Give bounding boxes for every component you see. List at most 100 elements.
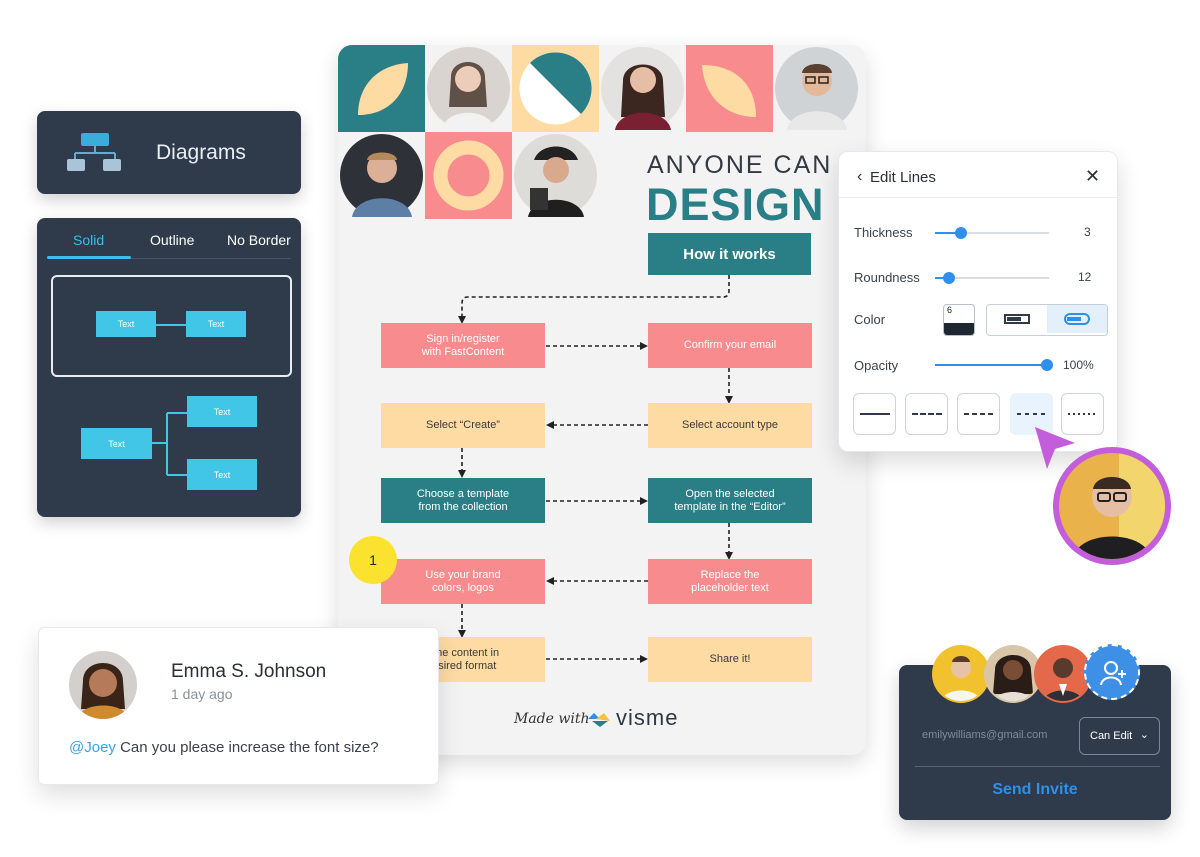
thickness-fill [935,232,961,234]
portrait-tile-5 [512,132,599,219]
step-replace-text[interactable]: Replace the placeholder text [648,559,812,604]
step-open-template[interactable]: Open the selected template in the “Edito… [648,478,812,523]
tree-top-box[interactable]: Text [187,396,257,427]
cursor-pointer-icon [1035,427,1075,469]
leaf-tile-pink [686,45,773,132]
visme-brand: visme [616,705,679,730]
step-share[interactable]: Share it! [648,637,812,682]
line-style-dotted[interactable] [1061,393,1104,435]
how-it-works-banner[interactable]: How it works [648,233,811,275]
avatar [427,47,510,130]
square-end-icon [1004,314,1030,324]
flow-connectors [458,275,733,663]
edit-lines-panel: ‹ Edit Lines ✕ Thickness 3 Roundness 12 … [838,151,1119,452]
opacity-label: Opacity [854,358,899,373]
short-dash-line-icon [963,413,994,415]
square-end-option[interactable] [987,305,1047,333]
avatar [340,134,423,217]
avatar [1034,645,1092,703]
comment-time: 1 day ago [171,686,233,702]
line-style-dash-dot[interactable] [1010,393,1053,435]
tab-solid[interactable]: Solid [73,232,105,248]
add-user-icon [1100,661,1126,686]
line-style-dashed[interactable] [905,393,948,435]
avatar [514,134,597,217]
roundness-fill [935,277,949,279]
step-number-badge: 1 [349,536,397,584]
step-choose-template-text: Choose a template from the collection [416,487,510,513]
preview-connector [156,324,186,326]
roundness-value: 12 [1078,270,1092,284]
tab-outline[interactable]: Outline [150,232,195,248]
avatar [1059,453,1165,559]
line-style-solid[interactable] [853,393,896,435]
add-user-button[interactable] [1084,644,1140,700]
permission-select[interactable]: Can Edit ⌄ [1079,717,1160,755]
opacity-knob[interactable] [1041,359,1053,371]
active-tab-indicator [47,256,131,259]
preview-text-box-right: Text [186,311,246,337]
half-circle-tile [512,45,599,132]
leaf-tile [338,45,425,132]
opacity-fill [935,364,1049,366]
made-with-label: Made with [514,711,590,727]
avatar [775,47,858,130]
roundness-label: Roundness [854,270,920,285]
tab-no-border[interactable]: No Border [227,232,291,248]
ring-tile [425,132,512,219]
close-icon[interactable]: ✕ [1085,166,1101,186]
opacity-value: 100% [1063,358,1094,372]
step-brand-colors-text: Use your brand colors, logos [425,568,501,594]
opacity-slider[interactable] [935,359,1053,371]
step-choose-template[interactable]: Choose a template from the collection [381,478,545,523]
send-invite-button[interactable]: Send Invite [992,781,1078,798]
step-open-template-text: Open the selected template in the “Edito… [674,487,786,513]
step-sign-in[interactable]: Sign in/register with FastContent [381,323,545,368]
thickness-label: Thickness [854,225,913,240]
avatar [69,651,137,719]
permission-value: Can Edit [1090,730,1133,742]
tab-divider [131,258,291,259]
header-divider [839,197,1119,198]
thickness-knob[interactable] [955,227,967,239]
color-label: Color [854,312,886,327]
preview-text-box-left: Text [96,311,156,337]
commenter-name: Emma S. Johnson [171,661,327,682]
step-select-create[interactable]: Select “Create” [381,403,545,448]
back-chevron-icon[interactable]: ‹ [857,168,863,185]
solid-line-icon [859,413,890,415]
collaborator-avatar[interactable] [1053,447,1171,565]
roundness-slider[interactable] [935,272,1049,284]
line-end-toggle[interactable] [986,304,1108,336]
panel-title: Edit Lines [870,169,936,186]
portrait-tile-4 [338,132,425,219]
roundness-knob[interactable] [943,272,955,284]
headline-top: ANYONE CAN [647,151,833,179]
thickness-slider[interactable] [935,227,1049,239]
hierarchy-icon [67,133,121,171]
step-share-text: Share it! [709,653,751,665]
step-sign-in-text: Sign in/register with FastContent [421,332,505,358]
comment-text-line: @Joey Can you please increase the font s… [69,739,379,756]
line-style-short-dash[interactable] [957,393,1000,435]
step-select-create-text: Select “Create” [426,419,500,431]
mention-link[interactable]: @Joey [69,739,116,756]
diagrams-card[interactable]: Diagrams [37,111,301,194]
tree-bottom-box[interactable]: Text [187,459,257,490]
step-brand-colors[interactable]: Use your brand colors, logos [381,559,545,604]
invite-divider [915,766,1160,767]
invite-email-input[interactable]: emilywilliams@gmail.com [922,729,1048,741]
visme-logo-icon [588,713,610,727]
tree-root-box[interactable]: Text [81,428,152,459]
solid-style-preview[interactable]: Text Text [51,275,292,377]
poster-canvas[interactable]: ANYONE CAN DESIGN How it works [338,45,866,755]
step-select-account[interactable]: Select account type [648,403,812,448]
color-swatch[interactable]: 6 [943,304,975,336]
portrait-tile-2 [599,45,686,132]
round-end-option[interactable] [1047,305,1107,333]
step-replace-text-text: Replace the placeholder text [691,568,769,594]
tree-connectors [151,412,187,476]
step-confirm-email[interactable]: Confirm your email [648,323,812,368]
comment-body: Can you please increase the font size? [115,739,379,756]
diagrams-label: Diagrams [156,141,246,164]
